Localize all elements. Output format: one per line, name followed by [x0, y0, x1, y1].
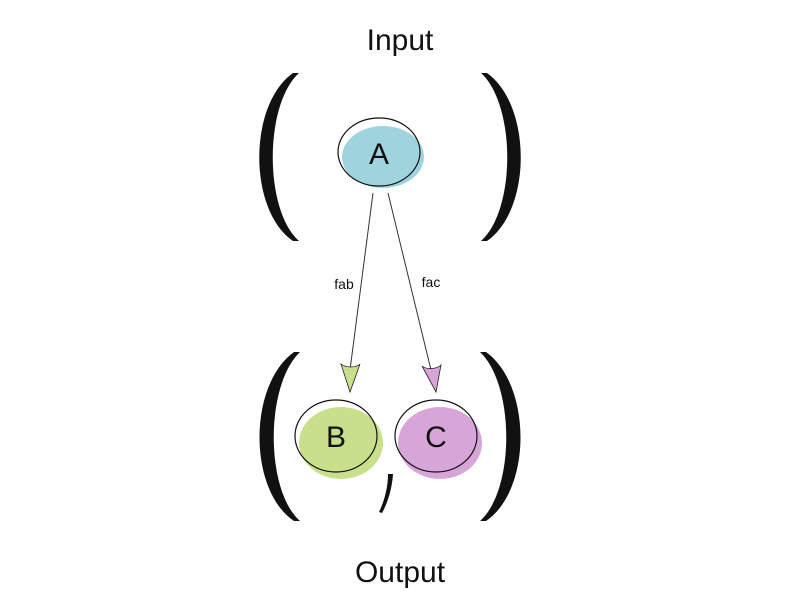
input-left-paren [259, 73, 299, 241]
node-c-label: C [425, 421, 447, 454]
node-b-label: B [326, 421, 346, 454]
node-c: C [394, 399, 482, 479]
arrowhead-b [340, 362, 361, 394]
node-a: A [337, 117, 424, 188]
output-right-paren [480, 352, 521, 521]
node-b: B [294, 399, 383, 479]
node-a-label: A [369, 138, 389, 171]
edge-label-fac: fac [422, 274, 441, 290]
output-separator-comma [379, 474, 393, 513]
input-right-paren [481, 73, 521, 241]
input-label: Input [366, 24, 434, 57]
arrowhead-c [421, 363, 442, 394]
separator-text: , [390, 494, 391, 496]
edge-fac: fac [387, 192, 442, 394]
output-label: Output [354, 556, 446, 589]
edge-label-fab: fab [334, 276, 354, 292]
output-left-paren [259, 352, 300, 521]
edge-fab: fab [334, 192, 374, 394]
